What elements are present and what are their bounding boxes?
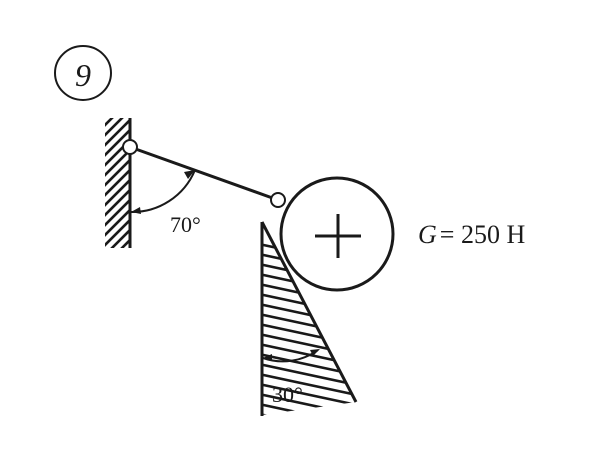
wall-hinge [122, 139, 138, 155]
rod-angle-arrowhead-bottom [131, 207, 141, 214]
incline-angle-arrowhead-left [263, 354, 272, 361]
incline-angle-arrowhead-right [310, 349, 320, 356]
rod [129, 145, 279, 202]
rod-angle-arrowhead-top [184, 170, 195, 179]
weight-symbol: G [418, 220, 437, 249]
rod-sphere-hinge [270, 192, 286, 208]
problem-number: 9 [75, 57, 91, 93]
rod-angle-label: 70° [170, 212, 201, 237]
incline-angle-label: 30° [272, 382, 303, 407]
weight-value: = 250 H [440, 220, 526, 249]
weight-label: G= 250 H [418, 220, 525, 249]
left-wall [105, 118, 132, 248]
left-wall-hatching [105, 118, 130, 248]
rod-angle-arc [129, 169, 196, 214]
inclined-wall-face [260, 221, 358, 403]
problem-number-badge: 9 [54, 45, 112, 101]
